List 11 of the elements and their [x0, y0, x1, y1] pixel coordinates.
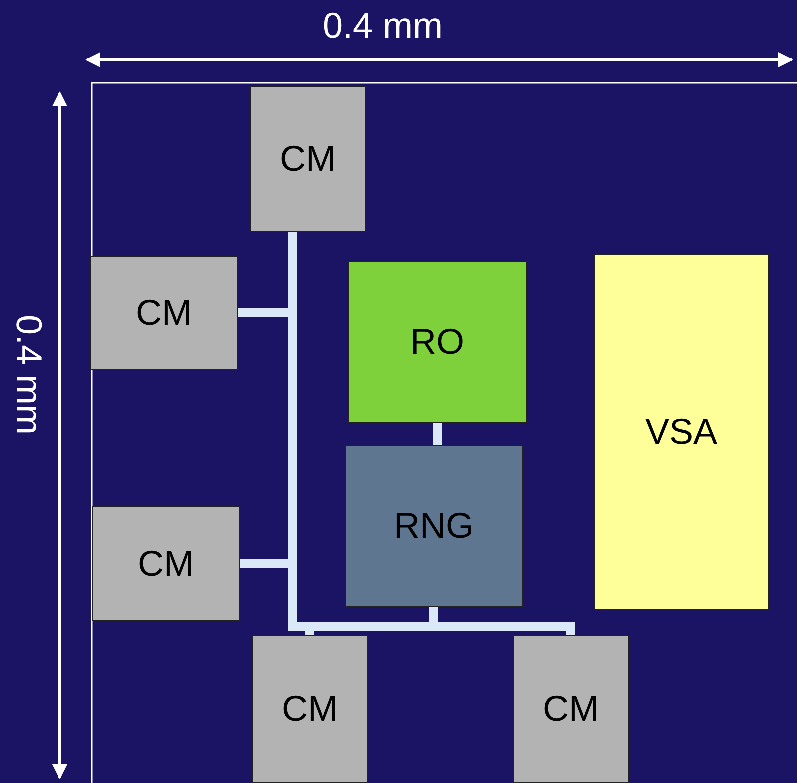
- module-block: CM: [250, 86, 366, 232]
- module-block: CM: [92, 506, 240, 621]
- module-block: RO: [348, 261, 527, 423]
- module-block: CM: [513, 635, 629, 783]
- module-block: RNG: [345, 445, 523, 607]
- dimension-label: 0.4 mm: [8, 315, 50, 436]
- module-block: CM: [90, 256, 238, 370]
- module-block: VSA: [594, 254, 769, 610]
- bus-line: [433, 423, 442, 445]
- dimension-label: 0.4 mm: [323, 5, 444, 47]
- module-block: CM: [252, 635, 368, 783]
